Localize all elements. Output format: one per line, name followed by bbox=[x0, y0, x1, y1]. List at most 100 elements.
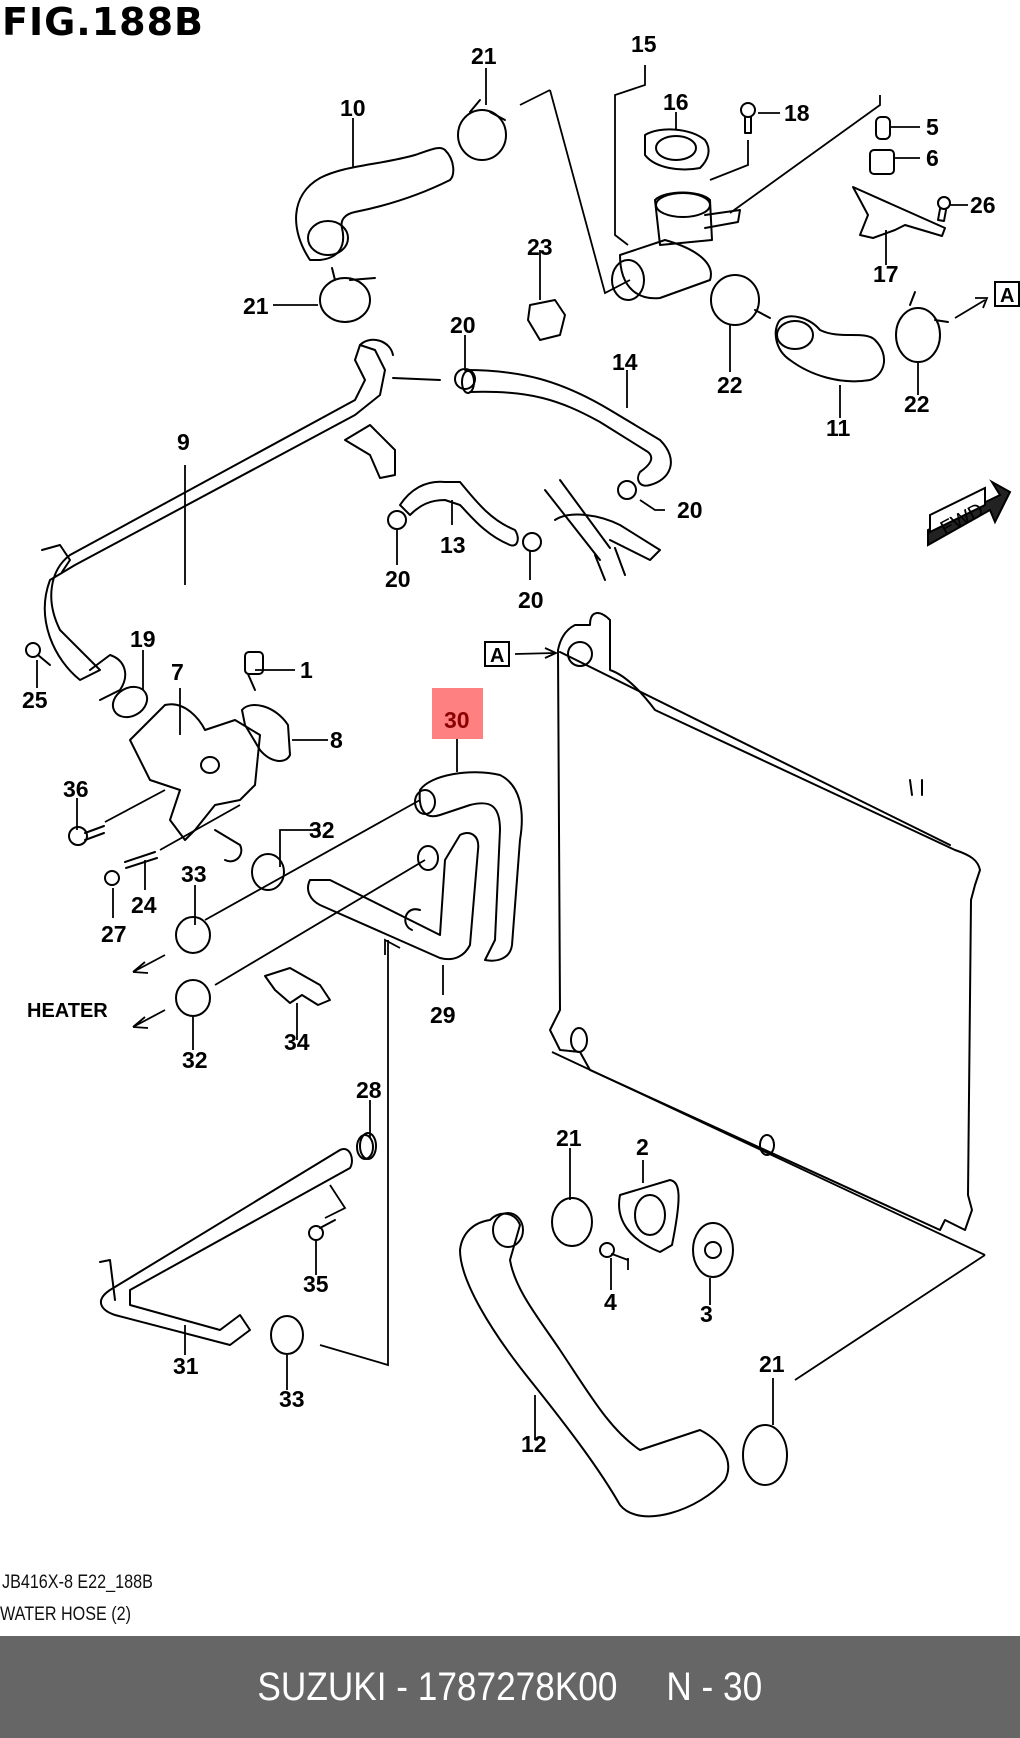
callout-14[interactable]: 14 bbox=[612, 349, 638, 375]
callout-4[interactable]: 4 bbox=[604, 1289, 617, 1315]
hose-end-9[interactable] bbox=[89, 654, 127, 701]
clamp-20-d[interactable] bbox=[522, 532, 542, 552]
ref-a-radiator-label: A bbox=[490, 645, 504, 667]
callout-5[interactable]: 5 bbox=[926, 114, 939, 140]
callout-12[interactable]: 12 bbox=[521, 1431, 547, 1457]
callout-36[interactable]: 36 bbox=[63, 776, 89, 802]
callout-27[interactable]: 27 bbox=[101, 921, 127, 947]
callout-16[interactable]: 16 bbox=[663, 89, 689, 115]
callout-21[interactable]: 21 bbox=[243, 293, 269, 319]
heater-label: HEATER bbox=[27, 1000, 108, 1022]
callout-2[interactable]: 2 bbox=[636, 1134, 649, 1160]
lead-radiator-hose12 bbox=[794, 1254, 986, 1381]
clamp-21-bottom-right[interactable] bbox=[742, 1424, 788, 1486]
thermostat-cover-2[interactable] bbox=[618, 1179, 680, 1253]
bolt-26[interactable] bbox=[937, 196, 951, 222]
cap-5[interactable] bbox=[875, 116, 891, 140]
radiator[interactable] bbox=[549, 612, 981, 1231]
bolt-25[interactable] bbox=[25, 642, 51, 666]
clamp-32-upper[interactable] bbox=[251, 853, 285, 891]
callout-29[interactable]: 29 bbox=[430, 1002, 456, 1028]
callout-19[interactable]: 19 bbox=[130, 626, 156, 652]
hose-29[interactable] bbox=[307, 832, 480, 961]
callout-10[interactable]: 10 bbox=[340, 95, 366, 121]
callout-20[interactable]: 20 bbox=[450, 312, 476, 338]
callout-7[interactable]: 7 bbox=[171, 659, 184, 685]
bypass-pipe[interactable] bbox=[544, 479, 661, 581]
callout-32[interactable]: 32 bbox=[309, 817, 335, 843]
callout-24[interactable]: 24 bbox=[131, 892, 157, 918]
callout-35[interactable]: 35 bbox=[303, 1271, 329, 1297]
bolt-4[interactable] bbox=[599, 1242, 629, 1261]
hose-13[interactable] bbox=[399, 480, 519, 547]
water-pipe-9[interactable] bbox=[41, 338, 441, 681]
thermostat-3[interactable] bbox=[692, 1222, 734, 1278]
callout-21[interactable]: 21 bbox=[471, 43, 497, 69]
bracket-17[interactable] bbox=[852, 186, 946, 239]
callout-26[interactable]: 26 bbox=[970, 192, 996, 218]
callout-32[interactable]: 32 bbox=[182, 1047, 208, 1073]
callout-8[interactable]: 8 bbox=[330, 727, 343, 753]
sensor-1[interactable] bbox=[244, 651, 264, 691]
figure-name: WATER HOSE (2) bbox=[0, 1604, 132, 1625]
ref-a-top: A bbox=[954, 281, 1020, 319]
hose-30[interactable] bbox=[414, 771, 523, 962]
o-ring-28[interactable] bbox=[359, 1132, 377, 1160]
callout-33[interactable]: 33 bbox=[181, 861, 207, 887]
clip-34[interactable] bbox=[264, 967, 331, 1006]
callout-23[interactable]: 23 bbox=[527, 234, 553, 260]
clamp-20-b[interactable] bbox=[617, 480, 637, 500]
callout-22[interactable]: 22 bbox=[904, 391, 930, 417]
callout-20[interactable]: 20 bbox=[518, 587, 544, 613]
footer-bar: SUZUKI - 1787278K00 N - 30 bbox=[0, 1636, 1020, 1738]
callout-13[interactable]: 13 bbox=[440, 532, 466, 558]
clamp-21-bottom-left[interactable] bbox=[551, 1197, 593, 1247]
o-ring-19[interactable] bbox=[107, 681, 152, 723]
thermostat-housing-7[interactable] bbox=[129, 703, 261, 863]
nut-6[interactable] bbox=[869, 149, 895, 175]
clamp-21-top-right[interactable] bbox=[457, 99, 507, 161]
clamp-21-top-left[interactable] bbox=[319, 267, 376, 323]
hose-10[interactable] bbox=[295, 146, 455, 261]
clamp-33-upper[interactable] bbox=[175, 916, 211, 954]
callout-25[interactable]: 25 bbox=[22, 687, 48, 713]
hose-11[interactable] bbox=[774, 315, 885, 383]
callout-6[interactable]: 6 bbox=[926, 145, 939, 171]
callout-17[interactable]: 17 bbox=[873, 261, 899, 287]
nut-27[interactable] bbox=[104, 870, 120, 886]
callout-1[interactable]: 1 bbox=[300, 657, 313, 683]
gasket-8[interactable] bbox=[241, 704, 291, 762]
callout-18[interactable]: 18 bbox=[784, 100, 810, 126]
stud-24[interactable] bbox=[124, 851, 158, 869]
heater-arrow-1 bbox=[132, 954, 166, 974]
callout-22[interactable]: 22 bbox=[717, 372, 743, 398]
bolt-36[interactable] bbox=[68, 825, 105, 846]
hose-14[interactable] bbox=[461, 369, 672, 487]
callout-21[interactable]: 21 bbox=[759, 1351, 785, 1377]
callout-15[interactable]: 15 bbox=[631, 31, 657, 57]
bolt-35[interactable] bbox=[308, 1219, 336, 1241]
callout-11[interactable]: 11 bbox=[826, 415, 851, 441]
callout-20[interactable]: 20 bbox=[677, 497, 703, 523]
callout-9[interactable]: 9 bbox=[177, 429, 190, 455]
clamp-33-lower[interactable] bbox=[270, 1315, 304, 1355]
water-outlet-15[interactable] bbox=[611, 191, 741, 301]
clip-23[interactable] bbox=[527, 299, 566, 341]
callout-31[interactable]: 31 bbox=[173, 1353, 199, 1379]
callout-20[interactable]: 20 bbox=[385, 566, 411, 592]
hose-12[interactable] bbox=[459, 1212, 730, 1518]
callout-3[interactable]: 3 bbox=[700, 1301, 713, 1327]
clamp-22-right[interactable] bbox=[895, 291, 949, 363]
callout-28[interactable]: 28 bbox=[356, 1077, 382, 1103]
callout-33[interactable]: 33 bbox=[279, 1386, 305, 1412]
figure-title: FIG.188B bbox=[2, 0, 205, 44]
callout-30[interactable]: 30 bbox=[444, 707, 470, 733]
cap-gasket-16[interactable] bbox=[644, 128, 710, 171]
water-pipe-31[interactable] bbox=[99, 1134, 374, 1346]
bolt-18[interactable] bbox=[740, 102, 756, 134]
clamp-32-lower[interactable] bbox=[175, 979, 211, 1017]
callout-21[interactable]: 21 bbox=[556, 1125, 582, 1151]
clamp-20-c[interactable] bbox=[387, 510, 407, 530]
clamp-22-left[interactable] bbox=[710, 274, 771, 326]
callout-34[interactable]: 34 bbox=[284, 1029, 310, 1055]
